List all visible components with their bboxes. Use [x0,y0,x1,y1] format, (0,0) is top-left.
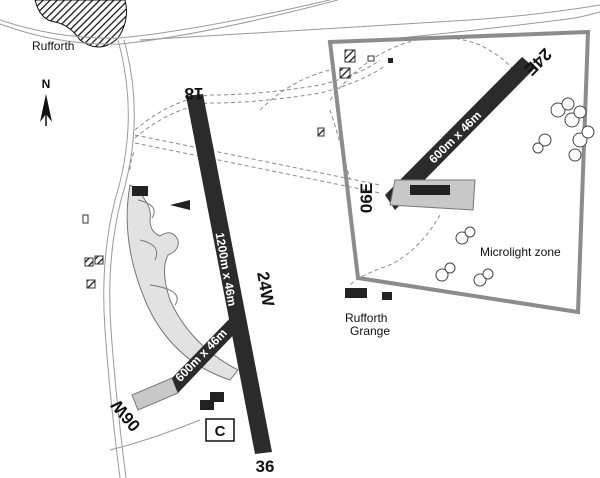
building [367,55,375,62]
runway-06e-label: 06E [357,183,376,213]
runway-end-36-label: 36 [256,457,275,476]
building [86,279,96,289]
runway-east-dimensions-label: 600m x 46m [426,108,484,166]
grange-building [382,292,392,300]
road [0,0,331,39]
woodland-area [34,0,127,48]
c-marker: C [205,418,235,442]
taxiway [134,65,386,139]
hangar-building [170,200,190,210]
building [94,255,104,265]
runway-06w [172,312,244,393]
village-label: Rufforth [32,39,74,53]
taxiway [259,69,331,111]
taxiway [329,37,521,101]
building [339,67,351,79]
building [344,49,356,63]
grange-label-line1: Rufforth [345,311,387,325]
microlight-zone-label: Microlight zone [480,245,561,259]
road [139,4,600,41]
runway-24e [385,57,535,210]
taxiway [134,59,381,131]
building [317,127,325,137]
microlight-zone-boundary [327,29,591,315]
runway-24w-label: 24W [253,270,278,309]
taxiway [329,109,351,181]
west-apron-bays [137,199,178,306]
north-arrow-label: N [42,77,51,91]
building [388,58,393,63]
runway-06w-overrun [131,377,179,411]
taxiway [349,214,441,286]
road [109,39,135,478]
road [399,11,600,39]
road [103,39,129,478]
grange-label-line2: Grange [350,324,390,338]
tree-cluster [435,97,595,287]
building [210,392,224,402]
building [200,400,214,410]
runway-18-36 [186,94,272,454]
road [109,419,201,451]
west-apron [126,184,239,381]
north-arrow-icon: N [40,77,52,126]
c-marker-label: C [215,423,226,440]
road [0,0,339,45]
runway-end-18-label: 18 [185,84,204,103]
hangar-building [132,186,148,196]
grange-building [345,288,367,298]
taxiway [129,149,136,171]
building [82,214,89,224]
building [84,257,94,267]
runway-06e-apron-building [410,185,450,195]
